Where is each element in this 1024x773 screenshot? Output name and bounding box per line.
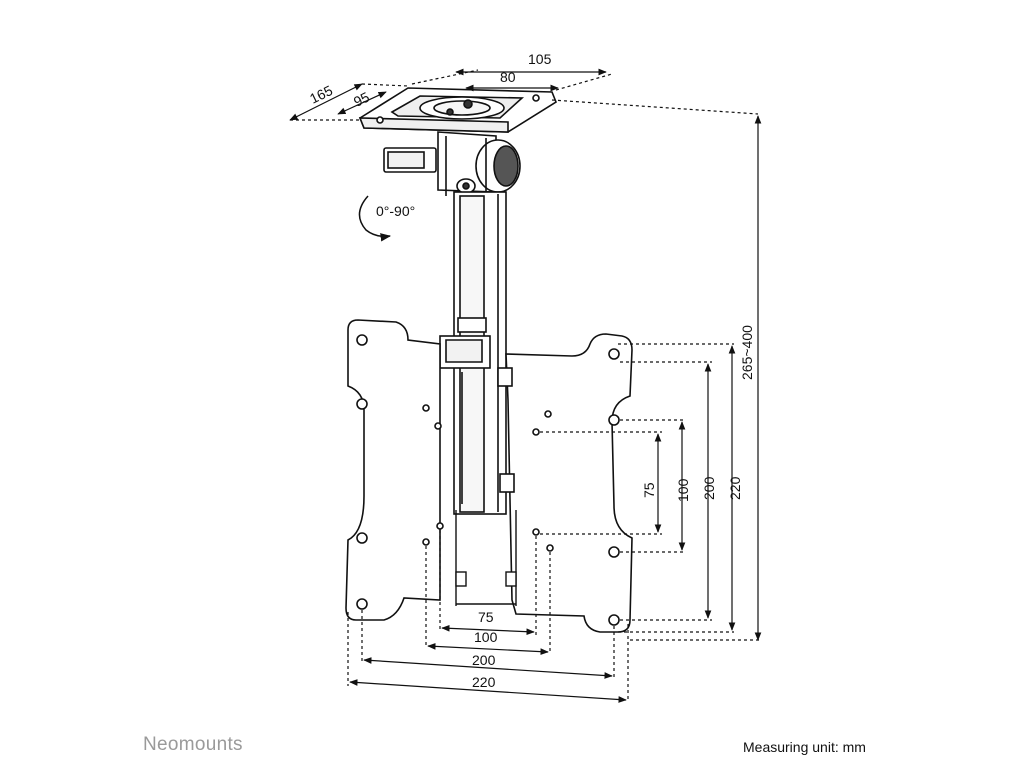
vesa-plate-left	[345, 319, 444, 621]
tilt-arrow	[358, 195, 392, 242]
dim-vesa-h-100: 100	[474, 629, 498, 645]
tilt-range-label: 0°-90°	[376, 203, 415, 219]
telescopic-pole	[439, 191, 507, 515]
tilt-joint	[383, 131, 521, 196]
brand-logo: Neomounts	[143, 734, 243, 755]
dim-height-range: 265~400	[739, 325, 755, 380]
dim-vesa-h-75: 75	[478, 609, 494, 625]
dim-base-depth-outer: 165	[307, 82, 335, 107]
dim-vesa-v-100: 100	[675, 478, 691, 502]
ceiling-plate	[358, 87, 557, 133]
dim-vesa-h-200: 200	[472, 652, 496, 668]
dim-base-depth-inner: 95	[351, 88, 372, 109]
dim-vesa-v-75: 75	[641, 482, 657, 498]
vesa-vertical-dimensions	[540, 343, 736, 633]
dim-vesa-v-220: 220	[727, 476, 743, 500]
dim-base-width-outer: 105	[528, 51, 552, 67]
dim-base-width-inner: 80	[500, 69, 516, 85]
lower-hangers	[455, 510, 517, 606]
base-dimension-lines	[289, 68, 759, 121]
dim-vesa-v-200: 200	[701, 476, 717, 500]
vesa-horizontal-dimensions	[347, 530, 629, 703]
height-dimension	[630, 115, 762, 641]
measuring-unit-note: Measuring unit: mm	[743, 739, 866, 755]
vesa-plate-right	[497, 333, 633, 633]
dim-vesa-h-220: 220	[472, 674, 496, 690]
